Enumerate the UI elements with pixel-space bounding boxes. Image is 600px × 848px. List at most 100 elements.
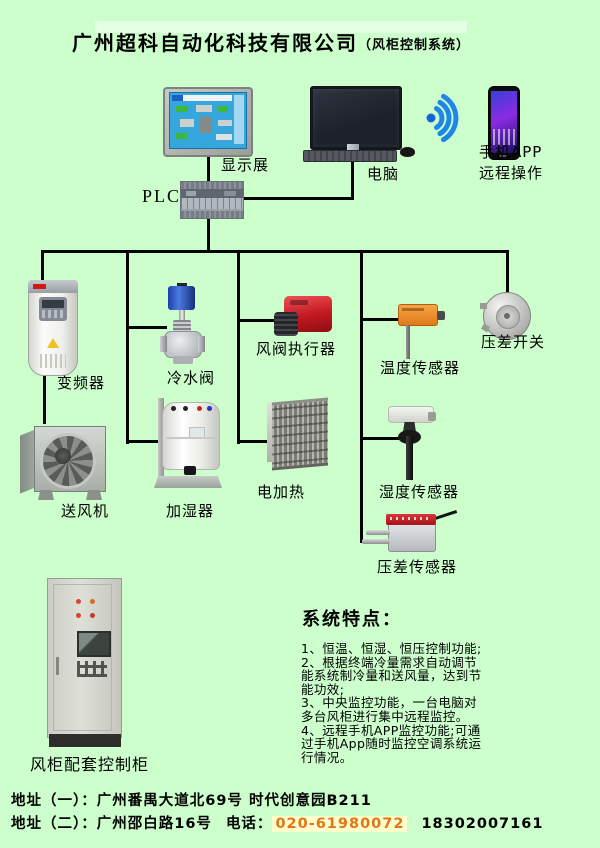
valve-top-nub: [177, 283, 187, 287]
humidity-sensor-image: [386, 404, 438, 482]
electric-heater-label: 电加热: [257, 483, 306, 501]
pressure-diff-switch-image: [480, 292, 531, 340]
connector-branch-dp-switch: [506, 250, 509, 296]
connector-branch-vfd: [41, 250, 44, 284]
dp-switch-port: [480, 303, 487, 309]
temp-sensor-gland: [437, 311, 445, 320]
dp-sensor-body: [388, 522, 436, 552]
phone-number: 020-61980072: [272, 816, 408, 832]
chilled-water-valve-label: 冷水阀: [167, 369, 216, 387]
pressure-diff-sensor-label: 压差传感器: [377, 558, 458, 576]
actuator-motor: [274, 312, 298, 336]
plc-terminals-top: [181, 182, 243, 189]
dp-sensor-markings: [390, 517, 430, 520]
indicator-light: [90, 599, 95, 604]
humidity-sensor-gland: [428, 412, 436, 421]
humidifier-tank: [162, 402, 220, 470]
phone-label: 电话：: [225, 816, 273, 832]
valve-body: [164, 331, 202, 358]
hmi-titlebar: [172, 95, 232, 101]
cabinet-screen: [77, 631, 111, 657]
humidifier-port: [171, 406, 176, 411]
damper-actuator-image: [274, 294, 334, 340]
humidifier-label: 加湿器: [166, 502, 215, 520]
temp-sensor-label-line: [402, 308, 424, 311]
address-2-text: 地址（二）：广州邵白路16号: [11, 816, 212, 832]
control-cabinet-image: [46, 578, 124, 750]
cabinet-handle: [56, 657, 59, 675]
hmi-widget: [218, 120, 232, 126]
temp-sensor-probe: [406, 325, 410, 359]
plc-module: [224, 191, 236, 196]
computer-screen: [310, 86, 402, 150]
plc-module: [186, 191, 196, 196]
dp-sensor-pipe: [362, 539, 390, 544]
cabinet-body: [47, 578, 122, 738]
pressure-diff-switch-label: 压差开关: [481, 333, 546, 351]
company-name: 广州超科自动化科技有限公司: [72, 31, 358, 55]
humidifier-seam: [166, 437, 216, 439]
plc-io-row: [181, 198, 243, 209]
smartphone-screen: [491, 91, 517, 153]
hmi-widget: [176, 106, 188, 112]
phone-app-label: 手机APP 远程操作: [479, 142, 543, 184]
phone-app-label-line2: 远程操作: [479, 164, 544, 182]
humidifier-port: [207, 406, 212, 411]
humidifier-port: [183, 406, 188, 411]
humidity-sensor-neck: [403, 422, 416, 432]
smartphone-app-bars: [493, 129, 515, 145]
computer-stand: [347, 144, 359, 154]
connector-display-plc: [207, 156, 210, 182]
features-title: 系统特点：: [302, 609, 402, 630]
valve-flange-right: [198, 336, 205, 352]
electric-heater-image: [264, 397, 336, 471]
system-subtitle: （风柜控制系统）: [358, 38, 471, 53]
warning-triangle-icon: [47, 338, 59, 348]
indicator-light: [76, 599, 81, 604]
phone-app-label-line1: 手机APP: [479, 143, 543, 161]
humidifier-port: [197, 406, 202, 411]
plc-label: PLC: [142, 186, 182, 206]
humidifier-bracket: [158, 398, 164, 478]
connector-branch-2: [126, 250, 129, 444]
display-label: 显示展: [221, 156, 270, 174]
fan-foot: [38, 490, 54, 500]
title-background-band: [95, 21, 467, 33]
valve-bonnet: [173, 320, 191, 332]
humidifier-image: [152, 396, 224, 492]
vfd-cap: [28, 280, 78, 293]
hmi-logo: [172, 95, 183, 101]
computer-image: [303, 84, 415, 162]
temperature-sensor-image: [396, 302, 446, 360]
smartphone-image: [488, 86, 520, 160]
valve-flange-left: [160, 336, 167, 352]
address-line-1: 地址（一）：广州番禺大道北69号 时代创意园B211: [11, 793, 372, 809]
vfd-keypad: [39, 297, 67, 321]
vfd-keys: [42, 310, 64, 318]
hmi-widget: [216, 134, 232, 140]
connector-stub-humidifier: [127, 440, 158, 443]
connector-stub-actuator: [238, 319, 278, 322]
dp-switch-center: [504, 313, 510, 319]
connector-branch-4: [360, 250, 363, 543]
connector-stub-valve: [127, 326, 167, 329]
chilled-water-valve-image: [160, 283, 206, 366]
connector-computer-vertical: [351, 152, 354, 200]
connector-plc-trunk: [207, 216, 210, 253]
fan-foot: [86, 490, 102, 500]
valve-bottom-flange: [173, 356, 193, 364]
dp-sensor-pipe: [366, 530, 390, 535]
actuator-detail: [290, 300, 308, 305]
humidifier-stand: [154, 476, 222, 488]
connector-stub-temp-sensor: [361, 318, 399, 321]
fan-hub: [55, 448, 71, 464]
indicator-light: [76, 613, 81, 618]
hmi-widget: [200, 117, 212, 133]
pressure-diff-sensor-image: [360, 510, 458, 558]
hmi-screen: [169, 92, 247, 149]
plc-terminals-bottom: [181, 211, 243, 218]
connector-stub-heater: [238, 440, 268, 443]
connector-computer-plc: [240, 197, 354, 200]
